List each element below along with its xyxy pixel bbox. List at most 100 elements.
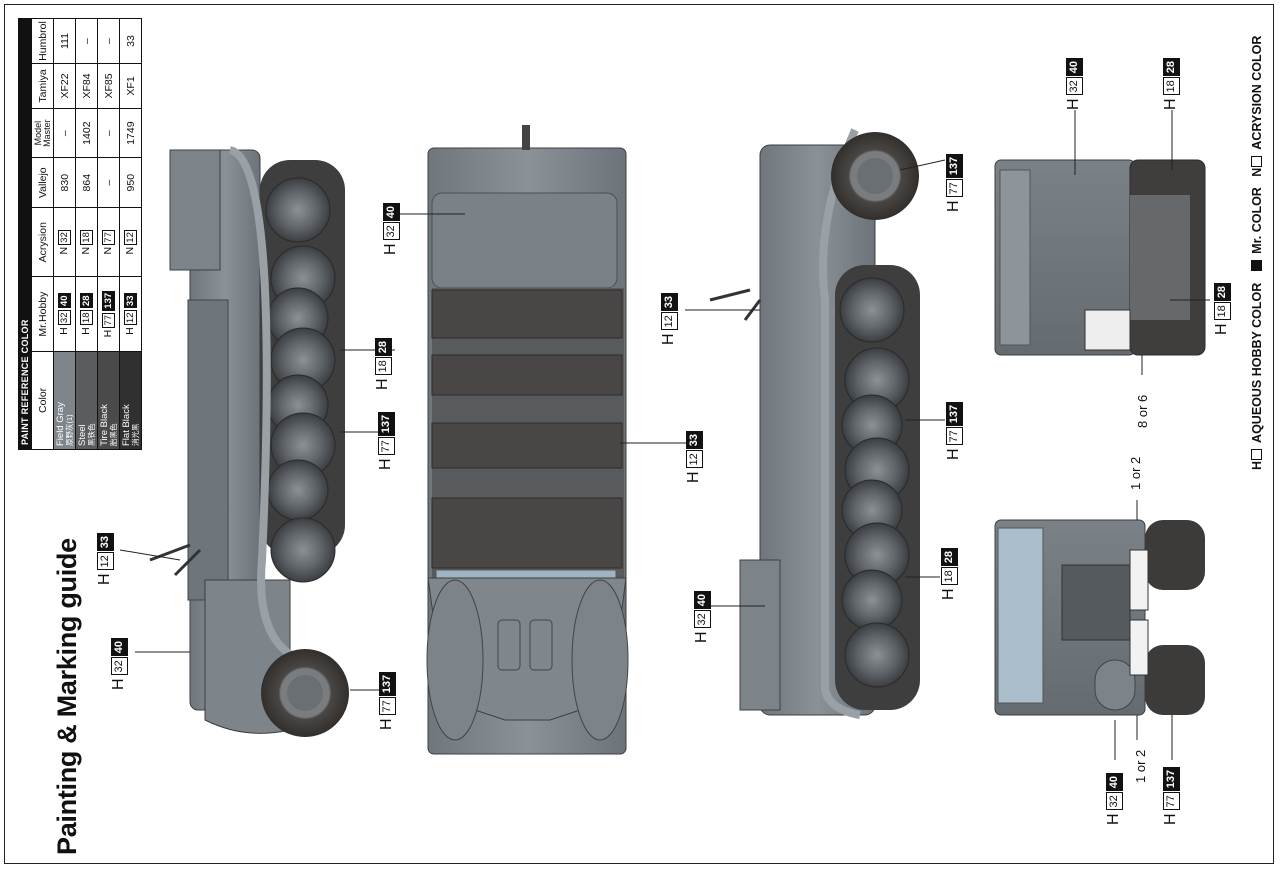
acrysion-code: 18 xyxy=(80,229,93,245)
aqueous-code: 18 xyxy=(1162,77,1180,96)
tamiya-cell: XF84 xyxy=(75,63,98,109)
mrcolor-code: 28 xyxy=(374,337,392,357)
aqueous-code: 12 xyxy=(660,312,678,331)
page-title: Painting & Marking guide xyxy=(52,538,82,855)
mrcolor-code: 137 xyxy=(377,411,395,437)
mrhobby-cell: H1828 xyxy=(75,276,98,352)
vallejo-cell: 864 xyxy=(75,157,98,208)
acrysion-cell: N77 xyxy=(97,207,120,277)
h-mark: H xyxy=(1105,813,1122,825)
mrcolor-code: 137 xyxy=(378,671,396,697)
acrysion-code: 12 xyxy=(124,229,137,245)
mrcolor-code: 28 xyxy=(1213,282,1231,302)
header-humbrol: Humbrol xyxy=(31,18,54,64)
h-mark: H xyxy=(660,333,677,345)
h-mark: H xyxy=(124,327,136,335)
mrcolor-code: 137 xyxy=(1162,766,1180,792)
color-legend: H AQUEOUS HOBBY COLOR Mr. COLOR N ACRYSI… xyxy=(1250,36,1264,470)
header-vallejo: Vallejo xyxy=(31,157,54,208)
legend-acrysion: ACRYSION COLOR xyxy=(1250,35,1264,150)
aqueous-code: 12 xyxy=(685,450,703,469)
filled-square-icon xyxy=(1251,260,1262,272)
mrcolor-code: 137 xyxy=(945,401,963,427)
modelmaster-cell: – xyxy=(97,108,120,158)
h-mark: H xyxy=(58,327,70,335)
h-mark: H xyxy=(685,471,702,483)
mrcolor-code: 33 xyxy=(124,293,137,309)
h-mark: H xyxy=(382,243,399,255)
acrysion-cell: N18 xyxy=(75,207,98,277)
mrcolor-code: 33 xyxy=(96,532,114,552)
aqueous-code: 77 xyxy=(945,179,963,198)
mrcolor-code: 40 xyxy=(1105,772,1123,792)
color-name-cn: 胎黑色 xyxy=(108,423,118,447)
color-name-cn: 原野灰(1) xyxy=(64,414,74,446)
h-mark: H xyxy=(80,327,92,335)
h-mark: H xyxy=(96,573,113,585)
paint-reference-table: PAINT REFERENCE COLOR Color Mr.Hobby Acr… xyxy=(18,18,142,450)
tamiya-cell: XF22 xyxy=(53,63,76,109)
n-mark: N xyxy=(58,246,70,255)
page-frame xyxy=(4,4,1274,864)
mrhobby-cell: H1233 xyxy=(119,276,142,352)
mrcolor-code: 137 xyxy=(945,153,963,179)
color-name-cn: 黑铁色 xyxy=(86,423,96,447)
note-front-top: 1 or 2 xyxy=(1128,456,1143,490)
aqueous-code: 18 xyxy=(374,357,392,376)
mrhobby-cell: H3240 xyxy=(53,276,76,352)
header-acrysion: Acrysion xyxy=(31,207,54,277)
humbrol-cell: – xyxy=(97,18,120,64)
h-mark: H xyxy=(378,718,395,730)
humbrol-cell: 111 xyxy=(53,18,76,64)
header-mrhobby: Mr.Hobby xyxy=(31,276,54,352)
side-view-right xyxy=(709,128,920,719)
header-modelmaster: Model Master xyxy=(31,108,54,158)
aqueous-code: 12 xyxy=(96,552,114,571)
acrysion-code: 32 xyxy=(58,229,71,245)
color-name: Flat Black xyxy=(120,404,132,446)
h-mark: H xyxy=(377,458,394,470)
aqueous-code: 32 xyxy=(382,222,400,241)
h-mark: H xyxy=(102,329,114,338)
h-mark: H xyxy=(1065,98,1082,110)
h-mark: H xyxy=(1213,323,1230,335)
aqueous-code: 77 xyxy=(377,437,395,456)
acrysion-cell: N12 xyxy=(119,207,142,277)
aqueous-code: 77 xyxy=(945,427,963,446)
h-mark: H xyxy=(940,588,957,600)
side-view-left xyxy=(149,146,349,737)
color-name: Field Gray xyxy=(54,402,66,446)
note-front-bottom: 1 or 2 xyxy=(1133,749,1148,783)
mrcolor-code: 33 xyxy=(660,292,678,312)
legend-n-mark: N xyxy=(1250,167,1264,177)
color-name: Tire Black xyxy=(98,404,110,446)
vallejo-cell: 830 xyxy=(53,157,76,208)
vallejo-cell: – xyxy=(97,157,120,208)
modelmaster-cell: 1749 xyxy=(119,108,142,158)
h-mark: H xyxy=(693,631,710,643)
h-mark: H xyxy=(945,448,962,460)
header-tamiya: Tamiya xyxy=(31,63,54,109)
mrcolor-code: 28 xyxy=(1162,57,1180,77)
modelmaster-cell: 1402 xyxy=(75,108,98,158)
aqueous-code: 18 xyxy=(1213,302,1231,321)
aqueous-code: 32 xyxy=(110,657,128,676)
